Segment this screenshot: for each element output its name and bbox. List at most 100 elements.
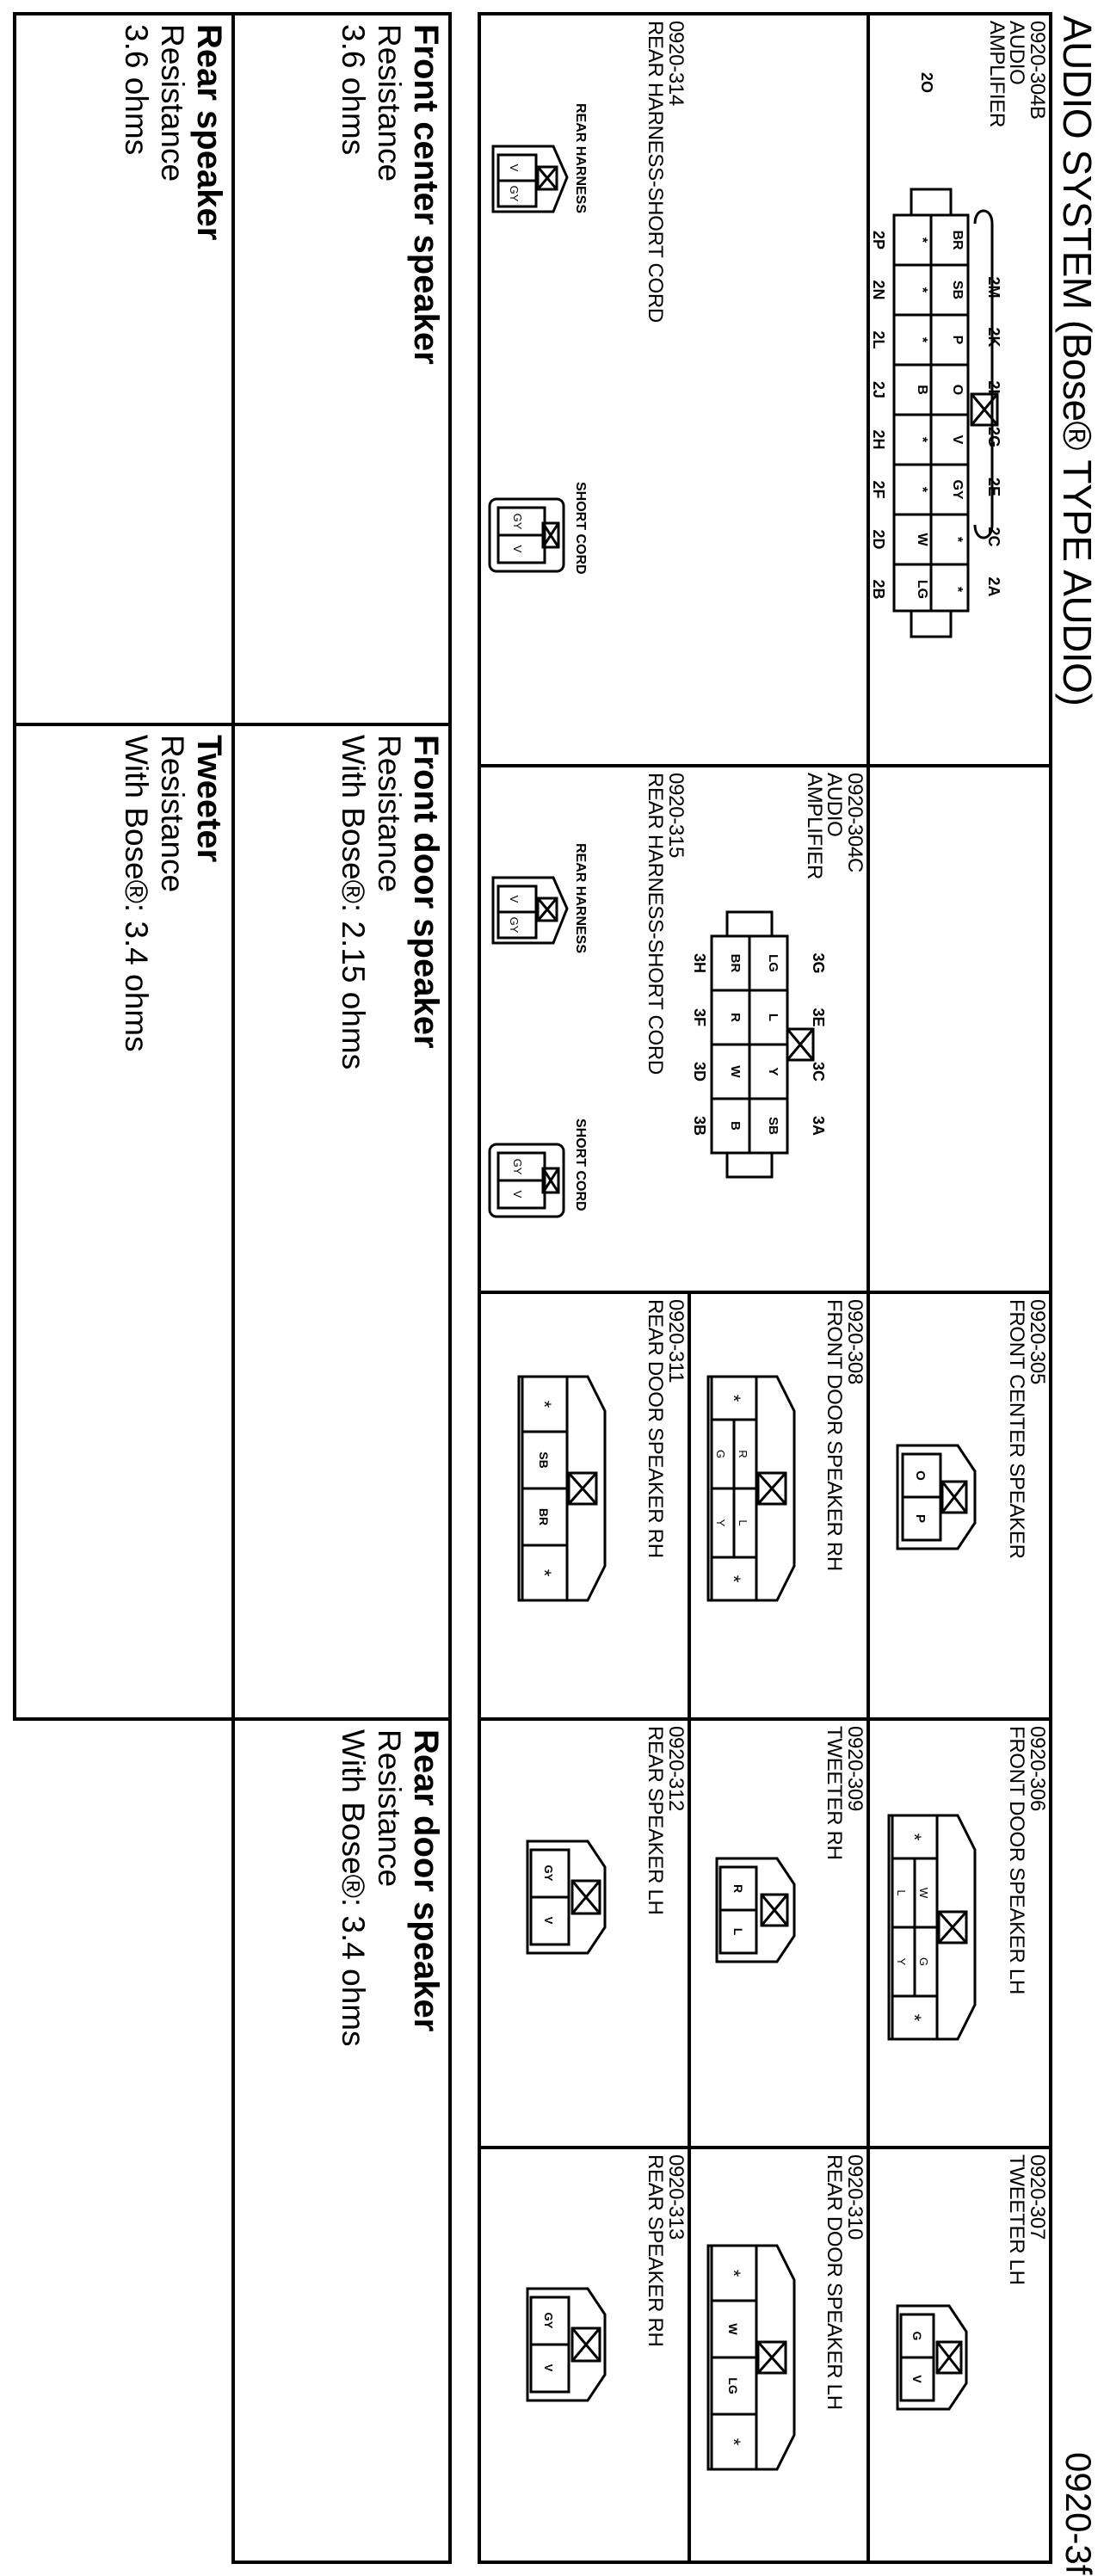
wire-color: GY — [508, 186, 521, 202]
wire-color: SB — [537, 1451, 551, 1468]
wire-color: O — [913, 1470, 928, 1481]
wire-color: SB — [950, 280, 965, 300]
spec-value: 3.6 ohms — [119, 24, 154, 156]
spec-heading: Front door speaker — [407, 735, 445, 1049]
wire-color: R — [728, 1013, 743, 1022]
pin-number: 2D — [870, 529, 887, 550]
wire-color: * — [533, 1569, 555, 1577]
divider — [867, 12, 870, 1303]
wire-color: W — [915, 533, 929, 546]
wire-color: V — [910, 2375, 924, 2383]
pin-number: 3A — [810, 1115, 827, 1136]
spec-heading: Tweeter — [190, 735, 228, 863]
wire-color: GY — [542, 1865, 555, 1882]
pin-number: 3D — [691, 1061, 708, 1082]
connector-312-drawing: GY V — [526, 1840, 607, 1955]
connector-305-drawing: O P — [896, 1444, 977, 1550]
wire-color: V — [950, 434, 965, 445]
wire-color: GY — [950, 479, 965, 500]
spec-rear-door: Rear door speaker Resistance With Bose®:… — [335, 1729, 445, 2047]
wire-color: L — [895, 1889, 908, 1895]
spec-value: With Bose®: 3.4 ohms — [336, 1729, 371, 2047]
pin-number: 2P — [870, 230, 887, 250]
wire-color: L — [731, 1928, 745, 1936]
pin-number: 2J — [870, 380, 887, 399]
pin-number: 2F — [870, 480, 887, 499]
page-title: AUDIO SYSTEM (Bose® TYPE AUDIO) — [1055, 15, 1100, 706]
connector-code: 0920-304B — [1026, 21, 1049, 120]
spec-heading: Front center speaker — [407, 24, 445, 365]
connector-code: 0920-304C — [843, 773, 867, 873]
spec-value: With Bose®: 3.4 ohms — [119, 735, 154, 1052]
divider — [478, 1717, 1052, 1721]
pin-number: 2K — [985, 327, 1002, 348]
wire-color: W — [726, 2323, 740, 2335]
pin-number: 2G — [985, 426, 1002, 447]
wire-color: BR — [537, 1508, 551, 1525]
divider — [478, 764, 870, 767]
pin-label: 2O — [918, 72, 935, 94]
connector-308-drawing: * R L G Y * — [706, 1375, 796, 1602]
connector-code: 0920-314 — [664, 21, 688, 107]
wire-color: P — [913, 1514, 928, 1523]
wire-color: L — [737, 1519, 749, 1525]
connector-code: 0920-313 — [664, 2154, 688, 2240]
harness-label: SHORT CORD — [573, 1119, 588, 1211]
wire-color: * — [915, 287, 929, 293]
pin-number: 3F — [691, 1008, 708, 1026]
divider — [478, 2146, 1052, 2149]
divider — [231, 12, 235, 1721]
connector-code: 0920-305 — [1026, 1299, 1049, 1385]
spec-rear: Rear speaker Resistance 3.6 ohms — [118, 24, 228, 240]
divider — [231, 1717, 235, 2564]
wire-color: * — [723, 2270, 744, 2277]
harness-label: REAR HARNESS — [573, 103, 588, 214]
connector-315-drawing: V GY GY V — [488, 876, 569, 1218]
wire-color: LG — [726, 2377, 740, 2394]
wire-color: V — [508, 164, 521, 172]
wire-color: * — [904, 2014, 925, 2022]
connector-name: TWEETER RH — [823, 1726, 846, 1860]
wire-color: G — [917, 1957, 930, 1966]
spec-label: Resistance — [155, 735, 190, 893]
spec-front-center: Front center speaker Resistance 3.6 ohms — [335, 24, 445, 365]
spec-heading: Rear door speaker — [407, 1729, 445, 2032]
pin-number: 2B — [870, 579, 887, 600]
connector-name: REAR HARNESS-SHORT CORD — [644, 773, 667, 1075]
wire-color: V — [508, 896, 521, 903]
connector-name: FRONT CENTER SPEAKER — [1005, 1299, 1028, 1559]
wire-color: * — [904, 1833, 925, 1841]
spec-label: Resistance — [155, 24, 190, 182]
pin-number: 3E — [810, 1008, 827, 1027]
connector-304b-drawing — [892, 188, 999, 638]
wire-color: * — [950, 536, 965, 543]
connector-name: AUDIO AMPLIFIER — [803, 773, 846, 879]
divider — [688, 1291, 691, 2564]
pin-number: 2M — [985, 276, 1002, 299]
pin-number: 2L — [870, 330, 887, 349]
pin-number: 2H — [870, 429, 887, 450]
wire-color: R — [737, 1450, 749, 1457]
wire-color: * — [950, 586, 965, 593]
connector-code: 0920-308 — [843, 1299, 867, 1385]
wire-color: Y — [714, 1519, 727, 1527]
pin-number: 2N — [870, 280, 887, 300]
connector-name: TWEETER LH — [1005, 2154, 1028, 2285]
spec-tweeter: Tweeter Resistance With Bose®: 3.4 ohms — [118, 735, 228, 1052]
connector-name: REAR DOOR SPEAKER LH — [823, 2154, 846, 2410]
pin-number: 3B — [691, 1115, 708, 1136]
spec-front-door: Front door speaker Resistance With Bose®… — [335, 735, 445, 1069]
wire-color: LG — [766, 954, 780, 972]
connector-304c-drawing — [710, 910, 815, 1179]
divider — [231, 1717, 452, 1721]
pin-number: 2I — [985, 380, 1002, 394]
divider — [867, 764, 1052, 767]
wire-color: * — [915, 436, 929, 443]
connector-309-drawing: R L — [715, 1857, 796, 1963]
wire-color: V — [511, 1191, 524, 1199]
connector-code: 0920-309 — [843, 1726, 867, 1812]
connector-310-drawing: * W LG * — [706, 2244, 796, 2471]
connector-name: REAR SPEAKER LH — [644, 1726, 667, 1915]
spec-heading: Rear speaker — [190, 24, 228, 241]
